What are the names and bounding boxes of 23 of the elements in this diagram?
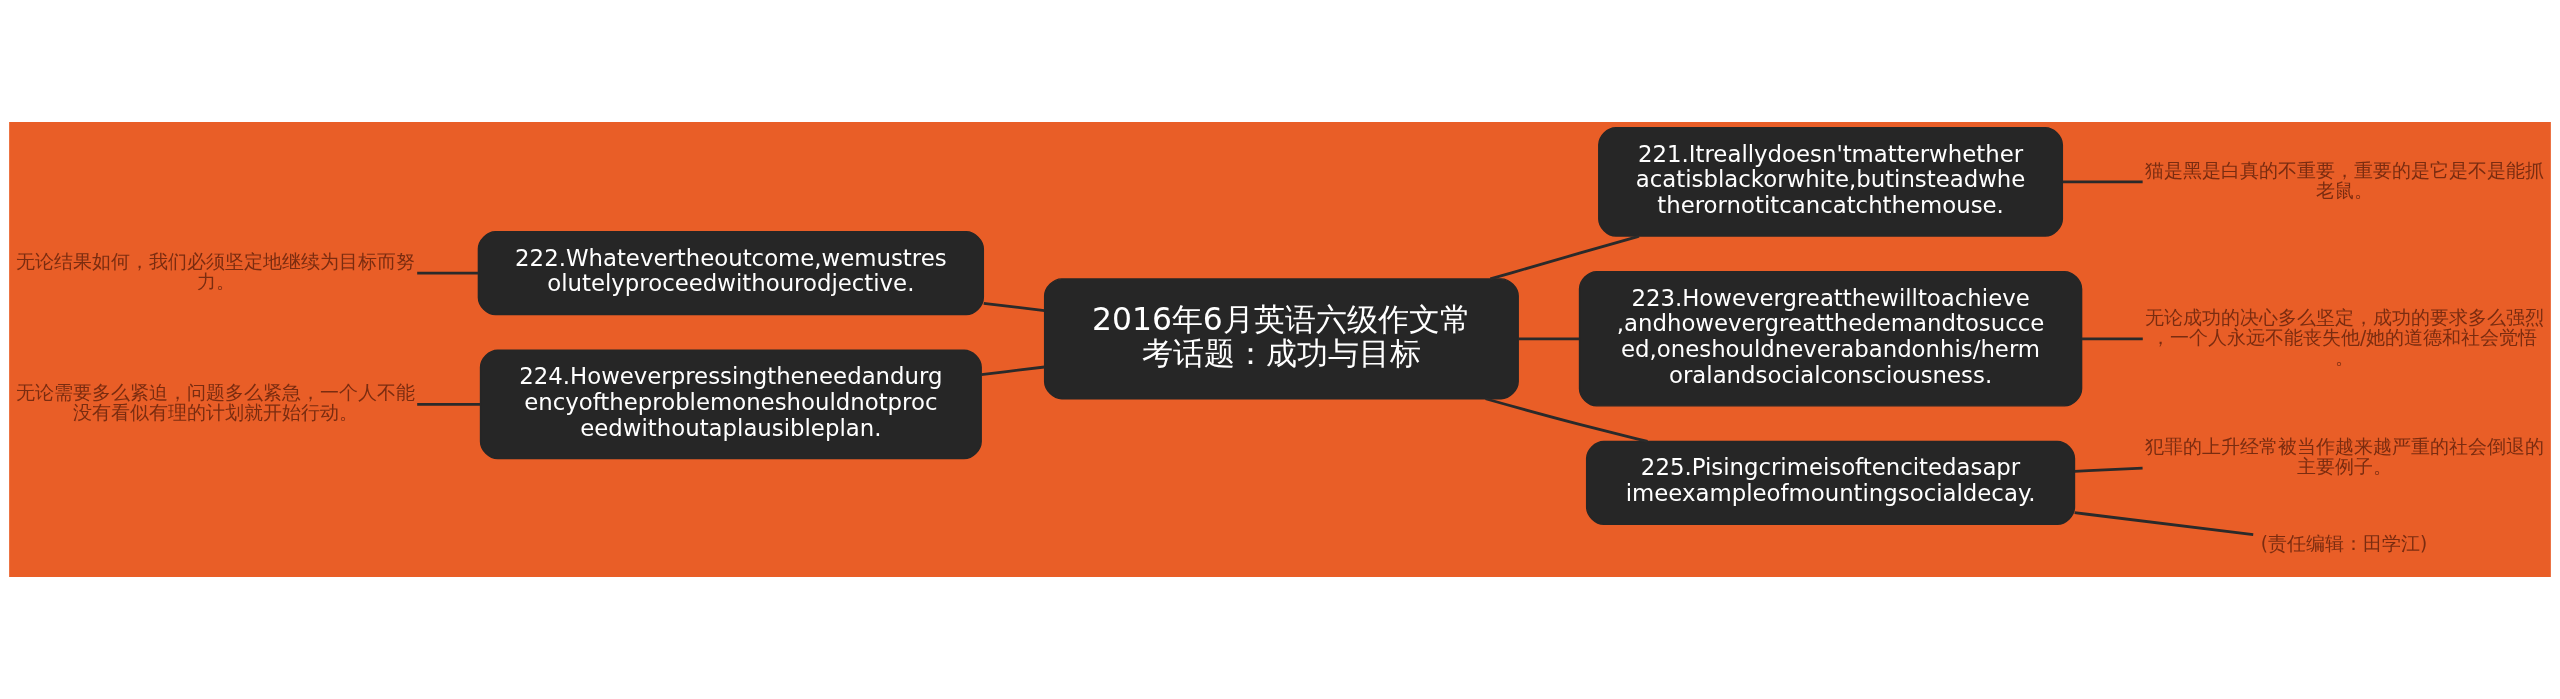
connector	[417, 271, 479, 275]
node-box: 221.Itreallydoesn'tmatterwhetheracatisblackorwhite,butinsteadwhetherornotitcancatchthemouse.	[1598, 127, 2064, 237]
node-box: 222.Whatevertheoutcome,wemustresolutelyproceedwithourodjective.	[477, 231, 985, 316]
connector	[981, 365, 1045, 376]
node-text: 无论成功的决心多么坚定，成功的要求多么强烈，一个人永远不能丧失他/她的道德和社会觉悟。	[2144, 306, 2544, 368]
connector	[2081, 337, 2143, 341]
node-text: (责任编辑：田学江)	[2260, 533, 2428, 555]
node-text: 无论需要多么紧迫，问题多么紧急，一个人不能没有看似有理的计划就开始行动。	[16, 382, 416, 424]
connector	[2062, 180, 2143, 184]
node-text: 无论结果如何，我们必须坚定地继续为目标而努力。	[16, 251, 416, 293]
node-box: 224.Howeverpressingtheneedandurgencyoftheproblemoneshouldnotproceedwithoutaplausibleplan.	[479, 349, 982, 460]
connector	[983, 301, 1045, 312]
node-box: 225.Pisingcrimeisoftencitedasaprimeexampleofmountingsocialdecay.	[1585, 440, 2076, 525]
node-box: 2016年6月英语六级作文常考话题：成功与目标	[1043, 278, 1519, 400]
node-box: 223.Howevergreatthewilltoachieve,andhowevergreatthedemandtosucceed,oneshouldneverabandonhis/hermoralandsocialconsciousness.	[1578, 271, 2083, 407]
node-text: 猫是黑是白真的不重要，重要的是它是不是能抓老鼠。	[2144, 159, 2544, 201]
connector	[1485, 397, 1648, 443]
connector	[417, 403, 481, 406]
connector	[2074, 511, 2254, 537]
connector	[1489, 234, 1640, 281]
node-text: 犯罪的上升经常被当作越来越严重的社会倒退的主要例子。	[2144, 436, 2544, 478]
connector	[1518, 337, 1580, 341]
connector	[2074, 466, 2143, 473]
